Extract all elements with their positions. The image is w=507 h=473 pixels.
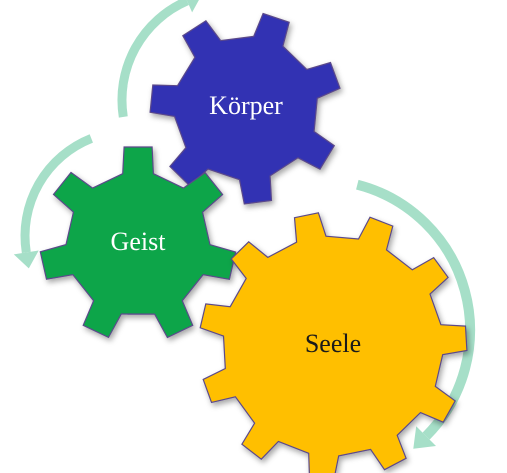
gear-koerper-label: Körper xyxy=(209,91,283,120)
gear-seele: Seele xyxy=(199,212,468,473)
gear-koerper: Körper xyxy=(149,12,341,205)
arrow-seele-arrowhead-icon xyxy=(413,426,436,449)
arrow-koerper-arc xyxy=(117,0,189,118)
gear-koerper-shape xyxy=(149,12,341,205)
arrow-geist-arrowhead-icon xyxy=(13,250,39,269)
gear-geist-label: Geist xyxy=(111,227,167,256)
gear-seele-label: Seele xyxy=(305,329,361,358)
arrow-geist-arc xyxy=(20,134,93,254)
gear-geist: Geist xyxy=(39,146,237,339)
gear-seele-shape xyxy=(199,212,468,473)
arrow-koerper-arrowhead-icon xyxy=(186,0,199,13)
gear-geist-shape xyxy=(39,146,237,339)
